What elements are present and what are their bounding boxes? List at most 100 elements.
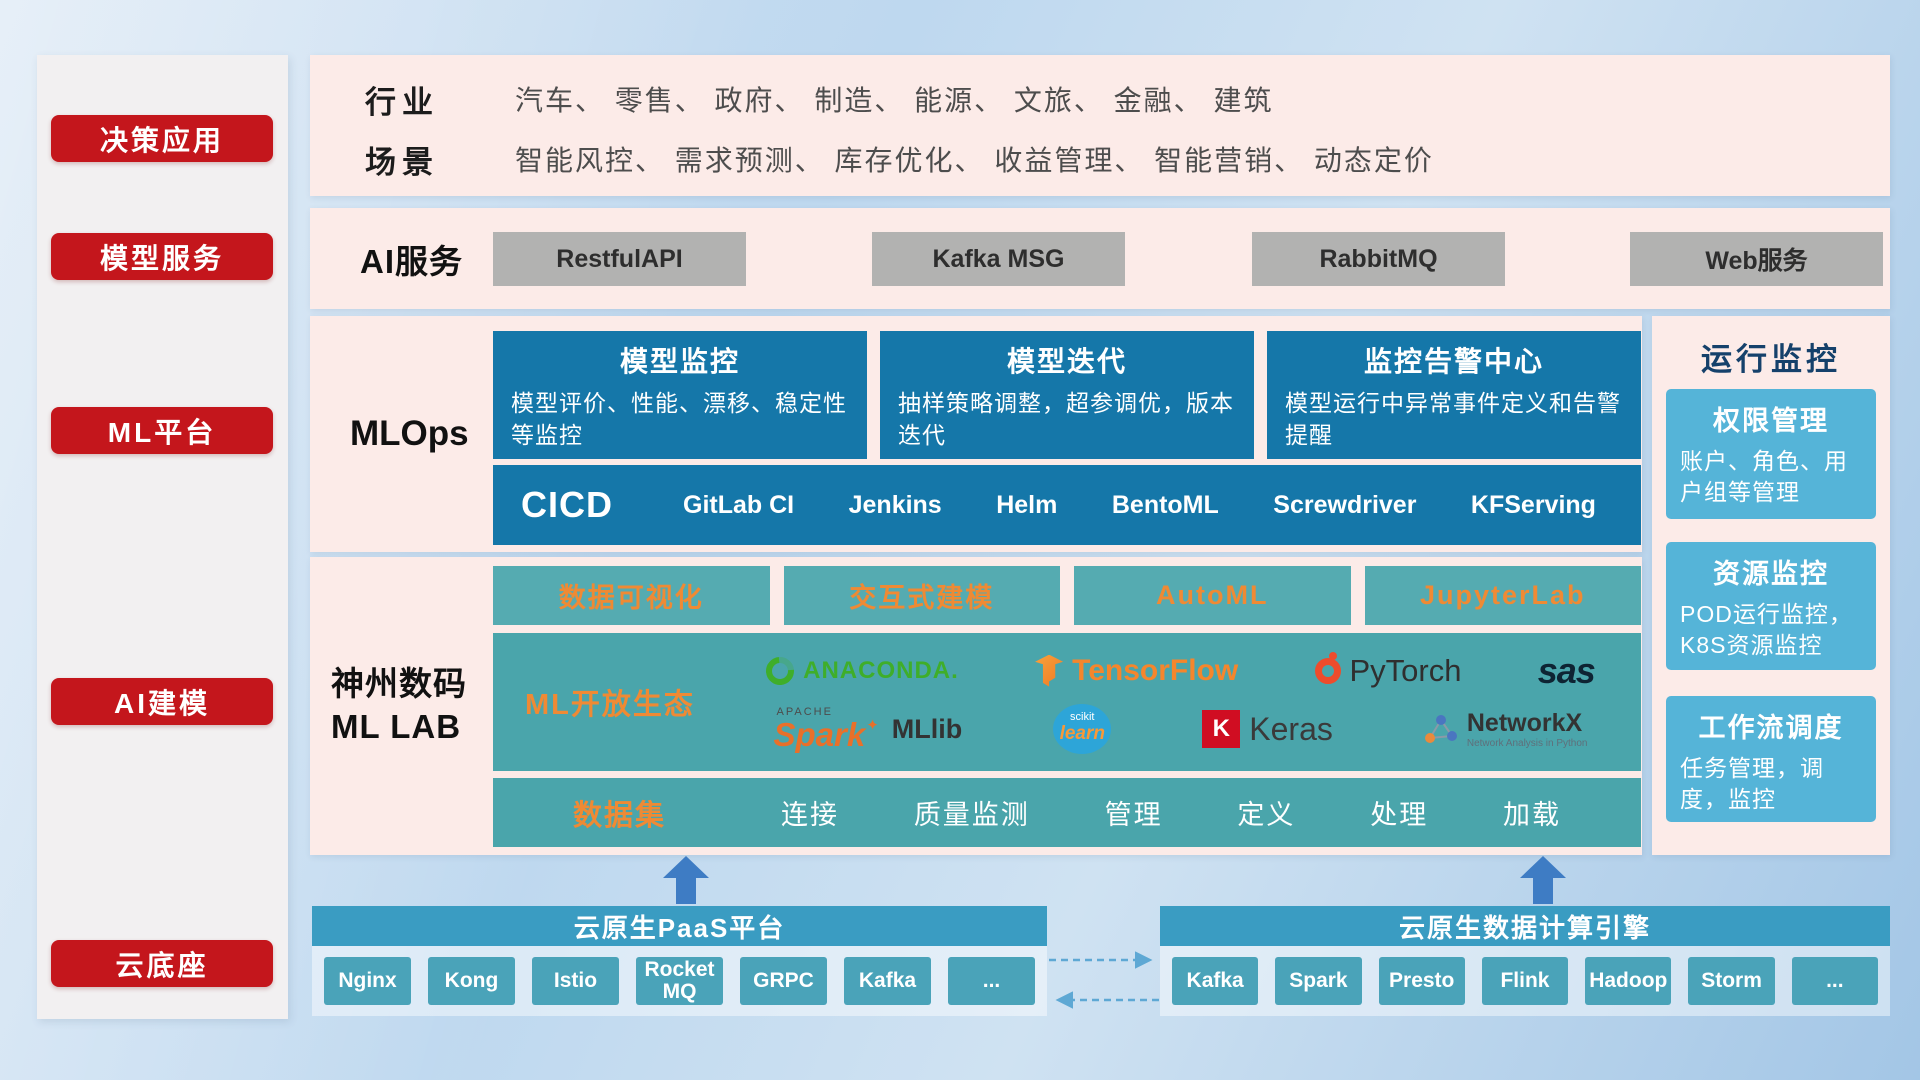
engine-item-hadoop: Hadoop (1585, 957, 1672, 1005)
learn-label: learn (1059, 723, 1105, 745)
ai-service-panel: AI服务 RestfulAPI Kafka MSG RabbitMQ Web服务 (310, 208, 1890, 309)
dataset-item-connect: 连接 (781, 800, 840, 830)
paas-item-nginx: Nginx (324, 957, 411, 1005)
dataset-items: 连接 质量监测 管理 定义 处理 加载 (781, 793, 1561, 832)
cicd-item-screwdriver: Screwdriver (1273, 490, 1417, 519)
anaconda-wordmark: ANACONDA. (803, 656, 959, 684)
tensorflow-logo: TensorFlow (1035, 654, 1238, 688)
industry-list: 汽车、 零售、 政府、 制造、 能源、 文旅、 金融、 建筑 (515, 85, 1274, 116)
runtime-monitoring-panel: 运行监控 权限管理 账户、角色、用户组等管理 资源监控 POD运行监控，K8S资… (1652, 316, 1890, 855)
engine-strip: Kafka Spark Presto Flink Hadoop Storm ..… (1160, 946, 1890, 1016)
tensorflow-icon (1035, 654, 1064, 687)
paas-item-grpc: GRPC (740, 957, 827, 1005)
up-arrow-right (1520, 856, 1566, 904)
scikit-learn-icon: scikit learn (1053, 704, 1112, 755)
spark-wordmark-group: APACHE Spark (774, 706, 879, 752)
pytorch-wordmark: PyTorch (1349, 652, 1462, 688)
ecosystem-logos: ANACONDA. TensorFlow PyTorch sas (728, 637, 1633, 767)
spark-wordmark: Spark (774, 718, 879, 751)
permission-management-card: 权限管理 账户、角色、用户组等管理 (1666, 389, 1876, 519)
spark-mllib-logo: APACHE Spark MLlib (774, 706, 963, 752)
engine-item-spark: Spark (1275, 957, 1362, 1005)
model-iteration-card: 模型迭代 抽样策略调整，超参调优，版本迭代 (880, 331, 1254, 459)
resource-monitoring-card: 资源监控 POD运行监控，K8S资源监控 (1666, 542, 1876, 670)
mllab-label: 神州数码 ML LAB (331, 557, 467, 855)
cicd-items: GitLab CI Jenkins Helm BentoML Screwdriv… (683, 491, 1596, 520)
sidebar-item-cloud-base: 云底座 (51, 940, 273, 987)
card-desc: 模型评价、性能、漂移、稳定性等监控 (511, 390, 847, 449)
keras-wordmark: Keras (1249, 710, 1333, 747)
ml-ecosystem-label: ML开放生态 (525, 689, 695, 721)
jupyterlab-box: JupyterLab (1364, 566, 1641, 625)
card-title: 模型迭代 (1006, 346, 1127, 377)
mllib-wordmark: MLlib (891, 713, 963, 744)
card-desc: 任务管理，调度，监控 (1680, 755, 1824, 813)
alert-center-card: 监控告警中心 模型运行中异常事件定义和告警提醒 (1267, 331, 1641, 459)
workflow-scheduling-card: 工作流调度 任务管理，调度，监控 (1666, 696, 1876, 822)
mllab-label-line2: ML LAB (331, 708, 462, 745)
dataset-label: 数据集 (573, 799, 667, 832)
anaconda-icon (760, 650, 800, 691)
paas-item-more: ... (948, 957, 1035, 1005)
logo-row-1: ANACONDA. TensorFlow PyTorch sas (728, 650, 1633, 692)
sidebar-item-model-service: 模型服务 (51, 233, 273, 280)
sidebar-item-ml-platform: ML平台 (51, 407, 273, 454)
networkx-icon (1424, 715, 1457, 744)
card-desc: 抽样策略调整，超参调优，版本迭代 (898, 390, 1234, 449)
card-desc: 模型运行中异常事件定义和告警提醒 (1285, 390, 1621, 449)
paas-header: 云原生PaaS平台 (312, 906, 1047, 946)
cicd-item-bentoml: BentoML (1111, 490, 1219, 519)
arrow-stem (1533, 878, 1553, 904)
arrow-stem (676, 878, 696, 904)
paas-item-kafka: Kafka (844, 957, 931, 1005)
networkx-wordmark-group: NetworkX Network Analysis in Python (1467, 710, 1588, 749)
cicd-item-helm: Helm (996, 490, 1058, 519)
pytorch-logo: PyTorch (1314, 651, 1462, 689)
card-title: 工作流调度 (1698, 713, 1844, 743)
engine-item-more: ... (1791, 957, 1878, 1005)
apache-label: APACHE (776, 706, 833, 719)
cicd-label: CICD (521, 484, 613, 525)
restful-api-box: RestfulAPI (493, 232, 746, 286)
data-exchange-arrows (1049, 951, 1159, 1009)
arrow-head (1520, 856, 1566, 878)
mllab-label-line1: 神州数码 (331, 665, 467, 703)
rabbitmq-box: RabbitMQ (1252, 232, 1505, 286)
networkx-subtitle: Network Analysis in Python (1466, 737, 1588, 749)
industry-scenario-panel: 行业 汽车、 零售、 政府、 制造、 能源、 文旅、 金融、 建筑 场景 智能风… (310, 55, 1890, 196)
paas-item-kong: Kong (428, 957, 515, 1005)
paas-item-istio: Istio (532, 957, 619, 1005)
sidebar-item-ai-modeling: AI建模 (51, 678, 273, 725)
card-desc: POD运行监控，K8S资源监控 (1680, 601, 1853, 659)
dataset-item-process: 处理 (1370, 800, 1429, 830)
dataset-item-load: 加载 (1503, 800, 1561, 830)
ai-service-label: AI服务 (360, 242, 463, 280)
dataset-item-define: 定义 (1237, 800, 1296, 830)
web-service-box: Web服务 (1630, 232, 1883, 286)
mllab-panel: 神州数码 ML LAB 数据可视化 交互式建模 AutoML JupyterLa… (310, 557, 1642, 855)
card-title: 资源监控 (1713, 559, 1829, 589)
logo-row-2: APACHE Spark MLlib scikit learn K Keras (728, 704, 1633, 755)
paas-strip: Nginx Kong Istio RocketMQ GRPC Kafka ... (312, 946, 1047, 1016)
sidebar: 决策应用 模型服务 ML平台 AI建模 云底座 (37, 55, 288, 1019)
interactive-modeling-box: 交互式建模 (783, 566, 1060, 625)
cicd-item-gitlab-ci: GitLab CI (683, 490, 795, 519)
scenario-row: 场景 智能风控、 需求预测、 库存优化、 收益管理、 智能营销、 动态定价 (365, 137, 1870, 181)
card-title: 监控告警中心 (1363, 346, 1544, 377)
sas-wordmark: sas (1537, 649, 1596, 691)
scikit-label: scikit (1070, 711, 1095, 724)
sidebar-item-decision-apps: 决策应用 (51, 115, 273, 162)
keras-icon: K (1202, 710, 1241, 749)
industry-label: 行业 (365, 84, 439, 120)
keras-logo: K Keras (1202, 710, 1333, 749)
runtime-monitoring-title: 运行监控 (1701, 342, 1841, 377)
arrow-head (663, 856, 709, 878)
engine-header: 云原生数据计算引擎 (1160, 906, 1890, 946)
networkx-wordmark: NetworkX (1466, 709, 1583, 738)
cicd-item-jenkins: Jenkins (848, 490, 942, 519)
paas-item-rocketmq: RocketMQ (636, 957, 723, 1005)
cicd-item-kfserving: KFServing (1470, 490, 1596, 519)
engine-item-kafka: Kafka (1172, 957, 1259, 1005)
sas-logo: sas (1537, 649, 1596, 692)
